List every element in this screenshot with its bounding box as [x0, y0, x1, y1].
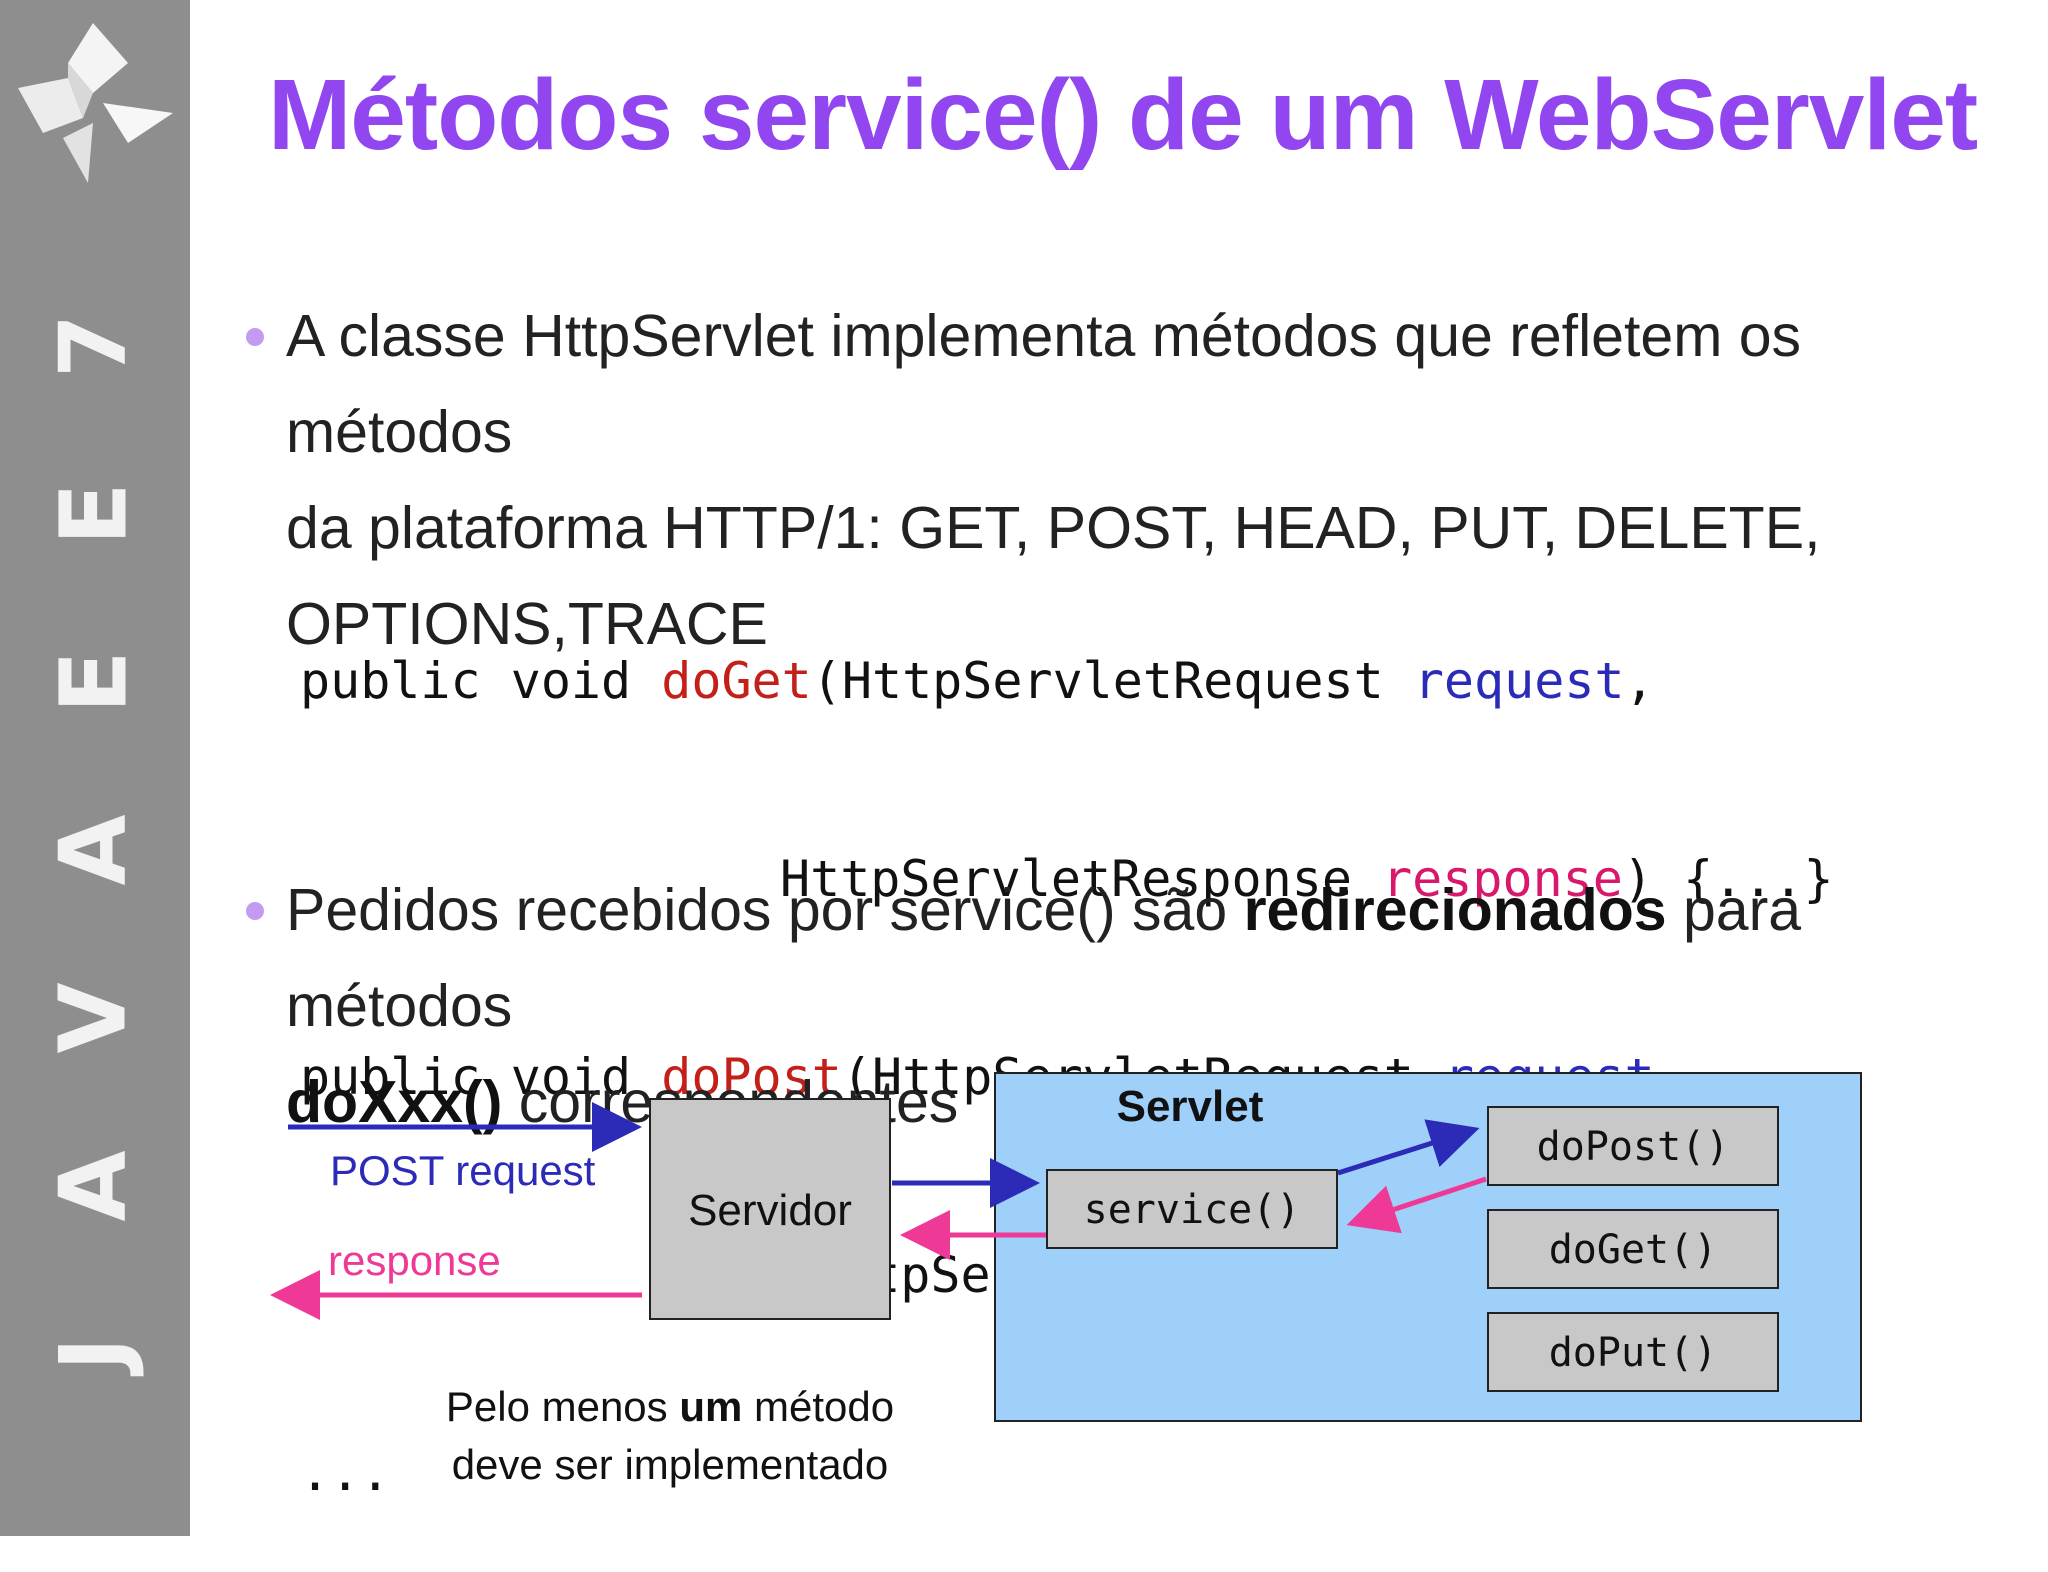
sidebar-letter: E: [39, 482, 147, 546]
sidebar-letter: A: [39, 1150, 147, 1222]
code-body: ) {...}: [1622, 850, 1834, 908]
sidebar-letter: E: [39, 650, 147, 714]
caption-line: Pelo menos um método: [400, 1378, 940, 1436]
bullet-dot-icon: [246, 902, 264, 920]
doget-label: doGet(): [1549, 1227, 1718, 1273]
sidebar-letter: A: [39, 814, 147, 886]
service-box: [1046, 1169, 1338, 1249]
bullet-text: para métodos: [286, 877, 1802, 1039]
code-keyword: public void: [300, 652, 662, 710]
servidor-box: [649, 1098, 891, 1320]
bullet-httpservlet-methods: A classe HttpServlet implementa métodos …: [246, 288, 2006, 672]
slide-title: Métodos service() de um WebServlet: [268, 59, 1978, 171]
code-comma: ,: [1624, 652, 1655, 710]
code-paren: (: [811, 652, 842, 710]
post-request-label: POST request: [330, 1147, 596, 1194]
code-line: ...: [300, 1440, 1864, 1506]
servidor-label: Servidor: [688, 1186, 852, 1235]
code-line: public void doGet(HttpServletRequest req…: [300, 648, 1864, 714]
service-label: service(): [1084, 1187, 1301, 1233]
code-paren: (: [841, 1048, 872, 1106]
code-param-response: response: [1382, 850, 1623, 908]
dopost-box: [1487, 1106, 1779, 1186]
code-method-dopost: doPost: [661, 1048, 842, 1106]
dopost-label: doPost(): [1537, 1124, 1730, 1170]
caption-bold-text: um: [679, 1383, 743, 1430]
caption-text: método: [742, 1383, 895, 1430]
bullet-text: Pedidos recebidos por service() são: [286, 877, 1244, 943]
dopost-to-service-arrow: [1346, 1176, 1487, 1234]
sidebar: J A V A E E 7: [0, 0, 190, 1536]
bullet-line: A classe HttpServlet implementa métodos …: [286, 303, 1802, 465]
sidebar-letter: 7: [39, 313, 147, 379]
service-to-dopost-arrow: [1337, 1119, 1480, 1176]
doput-box: [1487, 1312, 1779, 1392]
caption-line: deve ser implementado: [451, 1441, 889, 1488]
code-ellipsis: ...: [300, 1444, 391, 1502]
sidebar-javaee7-lettering: J A V A E E 7: [24, 300, 164, 1400]
code-keyword: public void: [300, 1048, 662, 1106]
bullet-dot-icon: [246, 328, 264, 346]
caption-text: Pelo menos: [445, 1383, 680, 1430]
response-label: response: [328, 1237, 501, 1284]
bullet-bold-text: redirecionados: [1243, 877, 1667, 943]
diagram-caption: Pelo menos um método deve ser implementa…: [400, 1378, 940, 1494]
doput-label: doPut(): [1549, 1330, 1718, 1376]
code-type: HttpServletResponse: [780, 850, 1383, 908]
doget-box: [1487, 1209, 1779, 1289]
sidebar-letter: J: [39, 1336, 147, 1372]
bullet-line: da plataforma HTTP/1: GET, POST, HEAD, P…: [286, 495, 1821, 657]
code-param-request: request: [1413, 652, 1625, 710]
code-type: HttpServletRequest: [841, 652, 1414, 710]
servlet-label: Servlet: [1117, 1082, 1264, 1131]
code-method-doget: doGet: [661, 652, 812, 710]
bullet-bold-text: doXxx(): [286, 1069, 503, 1135]
code-line: HttpServletResponse response) {...}: [300, 846, 1864, 912]
bullet-line: Pedidos recebidos por service() são redi…: [286, 862, 2006, 1054]
javaee-logo-icon: [18, 23, 173, 183]
servlet-flow-diagram: Servlet Servidor service() doPost() doGe…: [270, 1072, 1862, 1422]
sidebar-letter: V: [39, 982, 147, 1054]
